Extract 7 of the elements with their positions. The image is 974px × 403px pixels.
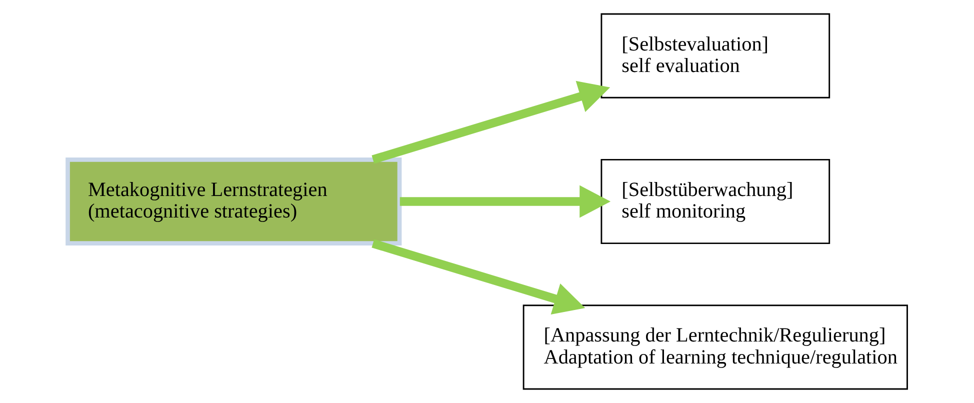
node-box: Metakognitive Lernstrategien (metacognitive strategies) [65, 158, 402, 246]
arrow [371, 239, 585, 315]
node-box: [Anpassung der Lerntechnik/Regulierung] Adaptation of learning technique/regulation [522, 304, 908, 390]
arrow [399, 185, 610, 218]
node-box: [Selbstevaluation] self evaluation [600, 13, 830, 98]
arrow [371, 80, 610, 164]
node-box: [Selbstüberwachung] self monitoring [600, 158, 830, 244]
